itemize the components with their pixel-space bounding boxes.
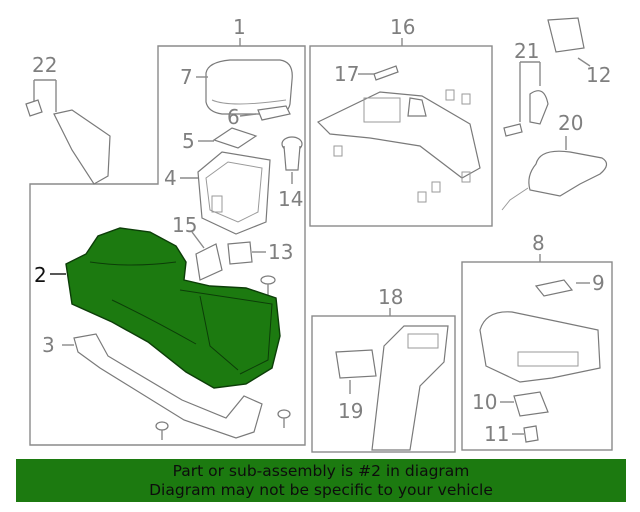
callout-1: 1 xyxy=(233,15,246,39)
info-banner: Part or sub-assembly is #2 in diagram Di… xyxy=(16,459,626,502)
group-box-1 xyxy=(29,45,306,446)
callout-2: 2 xyxy=(34,263,47,287)
callout-22: 22 xyxy=(32,53,57,77)
part-12-switch xyxy=(547,17,585,53)
part-4-storage-box xyxy=(197,151,271,235)
banner-line-1: Part or sub-assembly is #2 in diagram xyxy=(172,462,470,480)
callout-7: 7 xyxy=(180,65,193,89)
bolt-icon xyxy=(277,409,291,428)
callout-18: 18 xyxy=(378,285,403,309)
part-19-vent xyxy=(335,349,377,379)
callout-8: 8 xyxy=(532,231,545,255)
callout-10: 10 xyxy=(472,390,497,414)
part-20-cable xyxy=(501,150,608,211)
callout-6: 6 xyxy=(227,105,240,129)
group-box-16 xyxy=(309,45,493,227)
callout-4: 4 xyxy=(164,166,177,190)
callout-3: 3 xyxy=(42,333,55,357)
part-11-clip xyxy=(523,425,539,443)
callout-17: 17 xyxy=(334,62,359,86)
part-13-switch xyxy=(227,241,253,265)
callout-5: 5 xyxy=(182,129,195,153)
part-5-mat xyxy=(212,127,258,149)
clip-icons-16 xyxy=(333,89,471,203)
part-17-clip xyxy=(373,65,399,81)
bolt-icon xyxy=(155,421,169,440)
callout-12: 12 xyxy=(586,63,611,87)
callout-11: 11 xyxy=(484,422,509,446)
part-18-rear-panel xyxy=(371,325,449,451)
callout-14: 14 xyxy=(278,187,303,211)
group-box-18 xyxy=(311,315,456,453)
callout-13: 13 xyxy=(268,240,293,264)
callout-19: 19 xyxy=(338,399,363,423)
bolt-icon xyxy=(260,275,276,296)
part-21-clip xyxy=(503,123,523,137)
part-15-bracket xyxy=(195,243,223,281)
banner-line-2: Diagram may not be specific to your vehi… xyxy=(149,481,493,499)
callout-21: 21 xyxy=(514,39,539,63)
callout-20: 20 xyxy=(558,111,583,135)
part-14-power-socket xyxy=(281,136,303,171)
part-7-armrest-lid xyxy=(205,59,293,115)
part-22-clip xyxy=(25,99,43,117)
part-21-knob xyxy=(529,90,549,125)
part-3-bracket xyxy=(73,333,263,439)
part-6-clip xyxy=(257,105,291,121)
part-22-trim xyxy=(53,109,111,185)
part-9-pad xyxy=(534,279,574,297)
callout-15: 15 xyxy=(172,213,197,237)
part-16-shift-panel xyxy=(316,91,481,179)
callout-16: 16 xyxy=(390,15,415,39)
group-box-8 xyxy=(461,261,613,451)
callout-9: 9 xyxy=(592,271,605,295)
part-10-bracket xyxy=(513,391,549,417)
part-8-tray xyxy=(479,311,601,383)
part-2-console-body-highlighted xyxy=(65,227,281,389)
